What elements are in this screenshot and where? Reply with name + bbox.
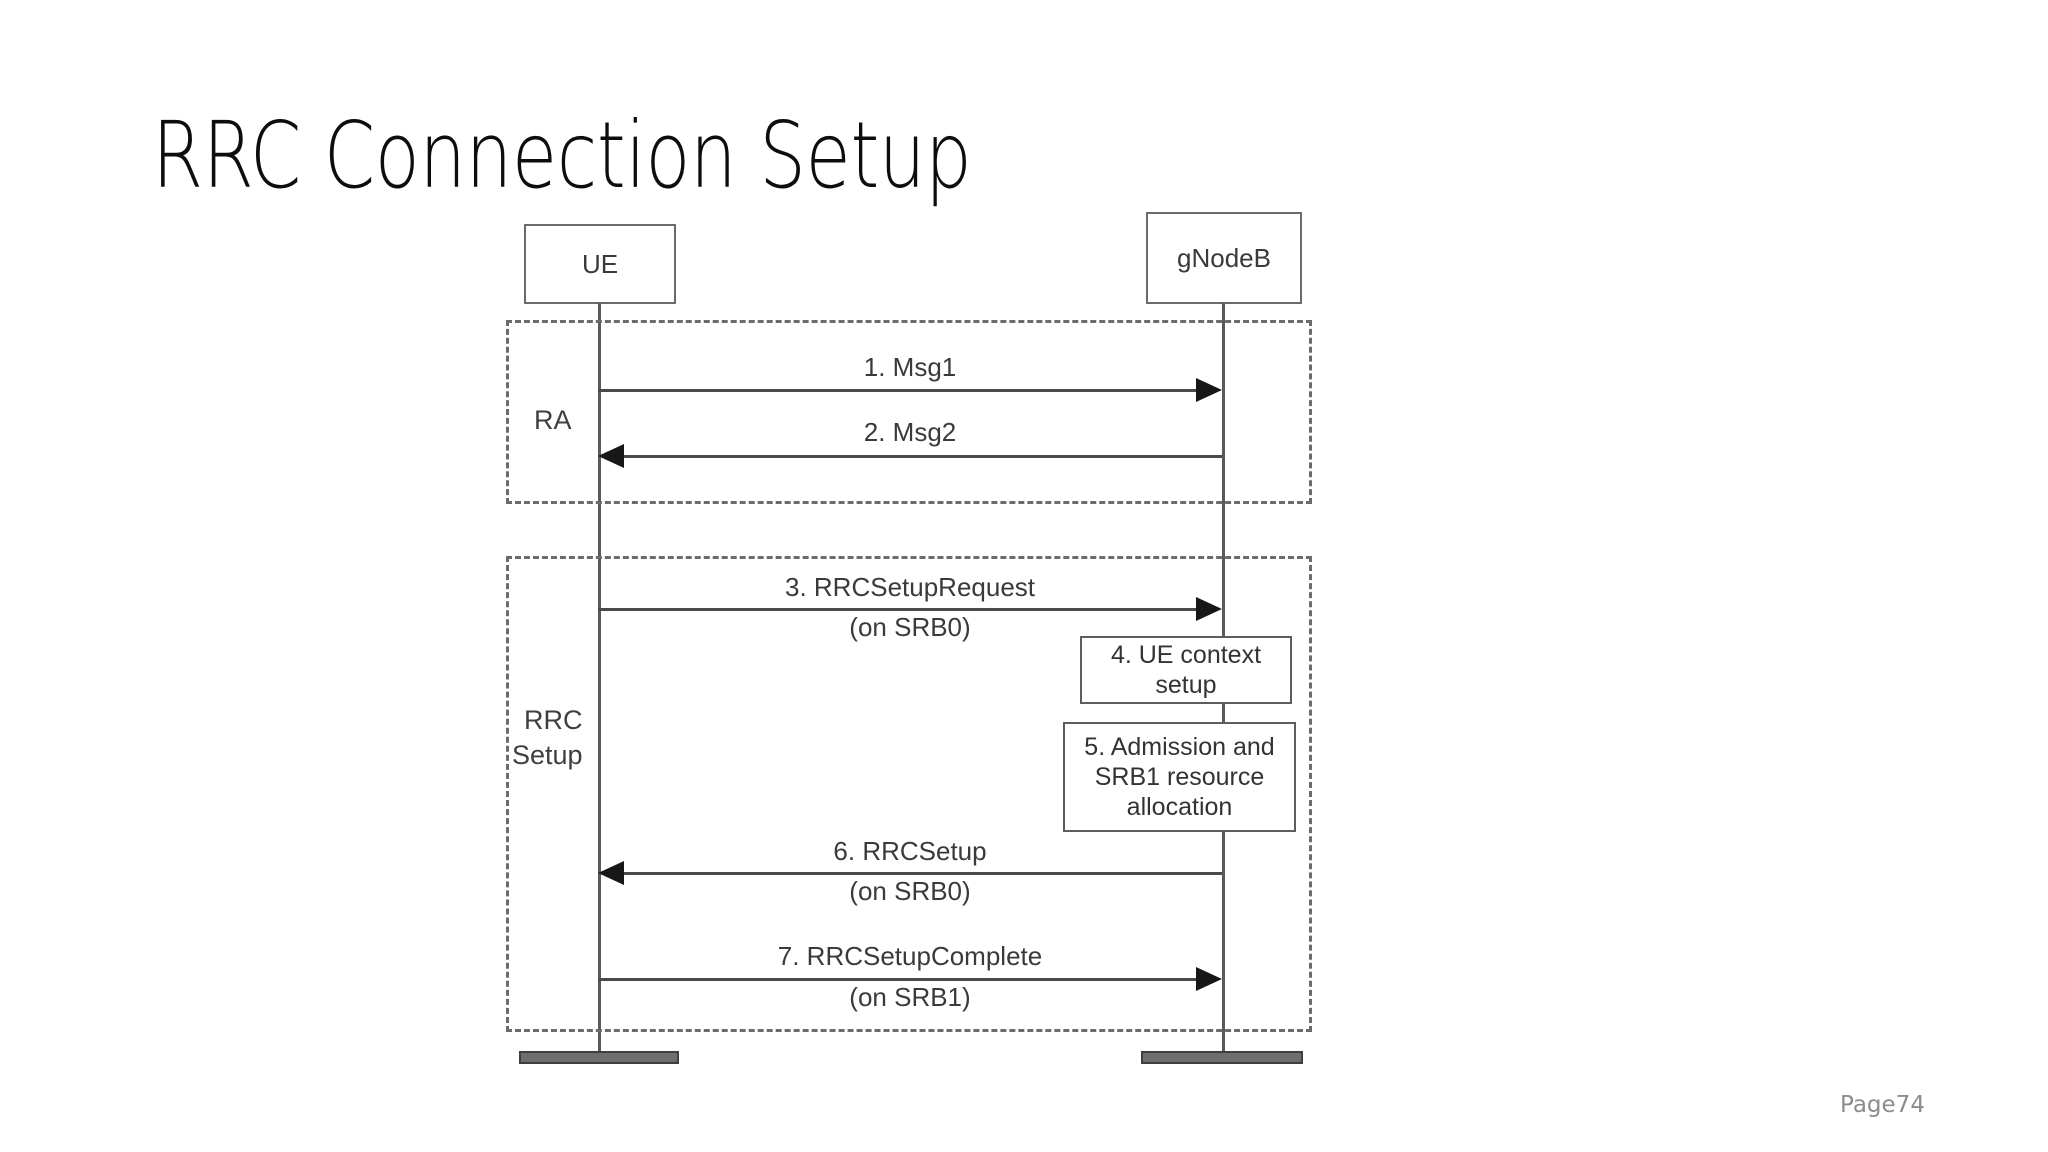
frame-label-rrc-setup-line2: Setup: [512, 740, 583, 770]
page-number: Page74: [1840, 1092, 1925, 1118]
message-label-3: 3. RRCSetupRequest: [784, 572, 1036, 602]
arrowhead-right-icon-1: [1196, 378, 1222, 402]
arrowhead-right-icon-3: [1196, 597, 1222, 621]
message-line-3: [598, 608, 1198, 611]
message-line-2: [624, 455, 1222, 458]
participant-box-gnodeb: gNodeB: [1146, 212, 1302, 304]
message-line-6: [624, 872, 1222, 875]
message-line-7: [598, 978, 1198, 981]
action-box-5-line2: SRB1 resource: [1094, 763, 1265, 791]
participant-box-ue: UE: [524, 224, 676, 304]
message-label-7: 7. RRCSetupComplete: [777, 941, 1043, 971]
message-label-1: 1. Msg1: [863, 352, 957, 382]
frame-label-ra: RA: [534, 405, 572, 435]
message-line-1: [598, 389, 1198, 392]
action-box-4-line2: setup: [1155, 671, 1217, 699]
action-box-5-line1: 5. Admission and: [1084, 733, 1275, 761]
participant-label-gnodeb: gNodeB: [1177, 242, 1271, 273]
arrowhead-right-icon-7: [1196, 967, 1222, 991]
frame-rrc-setup: [506, 556, 1312, 1032]
message-label-6: 6. RRCSetup: [833, 836, 987, 866]
action-box-4-ue-context-setup: 4. UE context setup: [1080, 636, 1292, 704]
action-box-5-line3: allocation: [1126, 793, 1233, 821]
lifeline-foot-ue: [519, 1051, 679, 1064]
arrowhead-left-icon-6: [598, 861, 624, 885]
frame-label-rrc-setup-line1: RRC: [524, 705, 583, 735]
message-sublabel-6: (on SRB0): [849, 876, 971, 906]
arrowhead-left-icon-2: [598, 444, 624, 468]
action-box-4-line1: 4. UE context: [1110, 641, 1262, 669]
message-label-2: 2. Msg2: [863, 417, 957, 447]
participant-label-ue: UE: [581, 248, 619, 279]
action-box-5-admission-srb1-resource-allocation: 5. Admission and SRB1 resource allocatio…: [1063, 722, 1296, 832]
lifeline-foot-gnodeb: [1141, 1051, 1303, 1064]
page-title: RRC Connection Setup: [152, 102, 972, 209]
lifeline-ue: [598, 303, 601, 1058]
frame-ra: [506, 320, 1312, 504]
message-sublabel-3: (on SRB0): [849, 612, 971, 642]
message-sublabel-7: (on SRB1): [849, 982, 971, 1012]
